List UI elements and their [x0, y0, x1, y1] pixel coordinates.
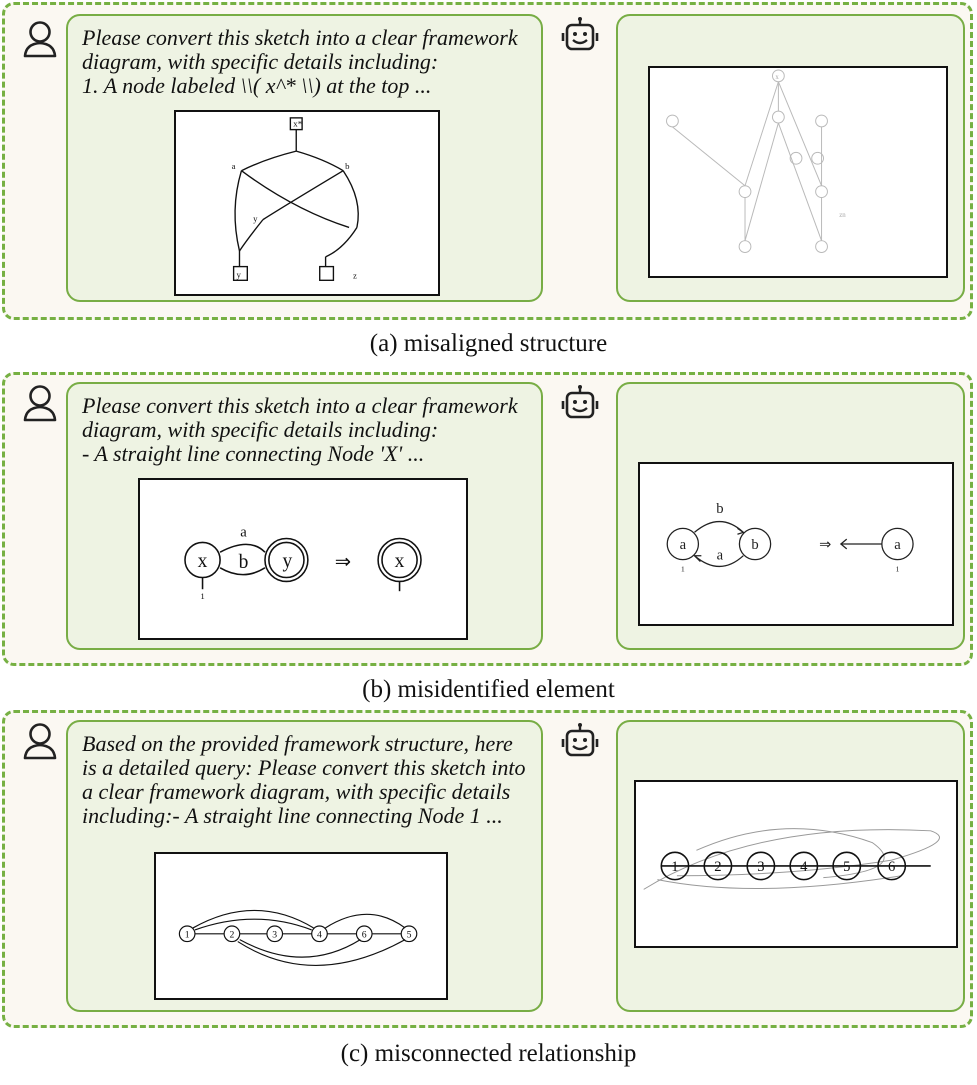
user-icon	[23, 385, 57, 422]
sketch-label: 2	[229, 930, 234, 941]
output-label: b	[751, 537, 758, 553]
output-diagram: a b b a ⇒ a 1 1	[638, 462, 954, 626]
model-output-card: 1 2 3 4 5 6	[616, 720, 965, 1012]
sketch-label: a	[240, 525, 247, 541]
sketch-label: 5	[407, 930, 412, 941]
generated-chain: 1 2 3 4 5 6	[643, 828, 940, 890]
caption-b: (b) misidentified element	[362, 676, 615, 703]
input-sketch: x* a b y y z	[174, 110, 440, 296]
sketch-label: 6	[362, 930, 367, 941]
caption-a: (a) misaligned structure	[369, 330, 608, 357]
sketch-label: y	[253, 214, 258, 224]
output-label: a	[717, 548, 724, 564]
prompt-text: Please convert this sketch into a clear …	[82, 25, 518, 98]
hand-drawn-automaton: x a b y ⇒ x 1	[184, 525, 422, 601]
robot-icon	[561, 723, 599, 757]
sketch-label: b	[239, 552, 249, 573]
robot-icon	[561, 17, 599, 51]
sketch-label: 3	[272, 930, 277, 941]
generated-graph: x zn	[666, 69, 846, 253]
user-icon	[23, 723, 57, 760]
user-message-card: Based on the provided framework structur…	[66, 720, 543, 1012]
output-label: b	[716, 501, 723, 517]
sketch-label: 1	[185, 930, 190, 941]
output-label: zn	[839, 212, 846, 219]
user-message-card: Please convert this sketch into a clear …	[66, 382, 543, 650]
generated-automaton: a b b a ⇒ a 1 1	[666, 501, 914, 573]
prompt-text: Based on the provided framework structur…	[82, 731, 526, 828]
sketch-label: ⇒	[335, 552, 351, 573]
output-diagram: 1 2 3 4 5 6	[634, 780, 958, 948]
output-label: 1	[681, 564, 685, 573]
robot-icon	[561, 385, 599, 419]
user-icon	[23, 21, 57, 58]
output-label: 1	[671, 859, 678, 875]
input-sketch: 1 2 3 4 6 5	[154, 852, 448, 1000]
output-label: ⇒	[819, 537, 831, 553]
output-label: a	[894, 537, 901, 553]
hand-drawn-graph: x* a b y y z	[232, 117, 359, 281]
sketch-label: z	[353, 270, 357, 280]
sketch-label: x	[198, 551, 208, 572]
sketch-label: x*	[293, 119, 302, 129]
sketch-label: 1	[200, 591, 204, 601]
output-label: 5	[843, 859, 850, 875]
output-label: x	[775, 74, 779, 81]
output-label: 1	[896, 564, 900, 573]
sketch-label: 4	[317, 930, 322, 941]
output-label: 4	[800, 859, 808, 875]
output-diagram: x zn	[648, 66, 948, 278]
sketch-label: y	[283, 551, 293, 572]
output-label: 2	[714, 859, 721, 875]
sketch-label: x	[395, 551, 405, 572]
model-output-card: x zn	[616, 14, 965, 302]
caption-c: (c) misconnected relationship	[340, 1040, 637, 1067]
model-output-card: a b b a ⇒ a 1 1	[616, 382, 965, 650]
output-label: a	[680, 537, 687, 553]
prompt-text: Please convert this sketch into a clear …	[82, 393, 518, 466]
input-sketch: x a b y ⇒ x 1	[138, 478, 468, 640]
hand-drawn-chain: 1 2 3 4 6 5	[178, 909, 418, 966]
output-label: 3	[757, 859, 764, 875]
user-message-card: Please convert this sketch into a clear …	[66, 14, 543, 302]
output-label: 6	[888, 859, 895, 875]
sketch-label: b	[345, 161, 350, 171]
sketch-label: y	[237, 269, 242, 279]
sketch-label: a	[232, 161, 236, 171]
